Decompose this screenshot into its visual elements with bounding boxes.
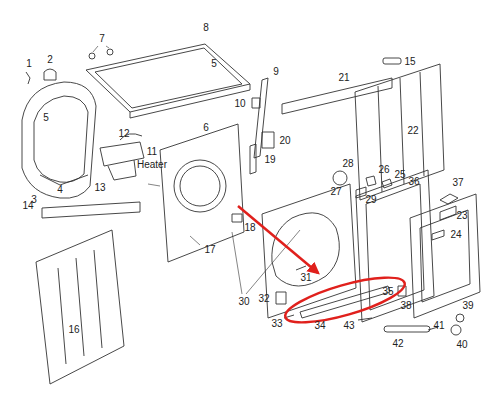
top-panel-inner [95,48,242,108]
callout-number: 11 [146,146,158,158]
callout-number: 7 [98,33,106,45]
latch [232,214,242,222]
callout-number: 20 [278,135,291,147]
leader-line [190,236,200,245]
small-part [383,58,401,64]
callout-number: 18 [243,222,256,234]
callout-number: 19 [263,154,276,166]
callout-number: 12 [117,128,130,140]
control-part [440,194,458,204]
door [410,194,480,318]
part-name: Heater [136,159,168,171]
side-panel [36,230,124,384]
top-panel [86,44,250,112]
callout-number: 26 [377,164,390,176]
plate [262,132,274,148]
callout-number: 5 [210,58,218,70]
callout-number: 21 [337,72,350,84]
switch [366,176,376,186]
duct-seam [40,175,88,185]
callout-number: 16 [67,324,80,336]
callout-number: 4 [56,184,64,196]
callout-number: 2 [46,54,54,66]
callout-number: 8 [202,22,210,34]
leader-line [232,230,300,294]
right-panel [355,64,444,200]
callout-number: 6 [202,122,210,134]
back-panel [160,124,244,262]
lamp [333,171,347,185]
door-inner [420,210,470,302]
callout-number: 13 [93,182,106,194]
door-lock [276,292,286,304]
callout-number: 1 [25,58,33,70]
callout-number: 32 [257,293,270,305]
drum-duct [22,82,96,198]
callout-number: 27 [329,186,342,198]
hinge-part [44,69,56,80]
small-bracket [432,230,444,240]
highlight-ellipse [281,268,408,331]
callout-number: 40 [455,339,468,351]
callout-number: 29 [364,194,377,206]
screw [358,318,372,320]
callout-number: 33 [270,318,283,330]
belt [384,326,430,332]
clip-part [26,72,30,84]
hinge-strip [250,144,256,174]
callout-number: 36 [407,176,420,188]
bar [42,202,140,218]
callout-number: 37 [451,177,464,189]
back-panel-opening [174,160,226,212]
callout-number: 30 [237,296,250,308]
callout-number: 17 [203,244,216,256]
callout-number: 28 [341,158,354,170]
callout-number: 9 [272,66,280,78]
top-panel-edge [130,84,250,118]
callout-number: 41 [432,320,445,332]
callout-number: 14 [21,200,34,212]
heater-box [108,160,136,180]
knob [451,325,461,335]
callout-number: 42 [391,338,404,350]
leader-line [93,46,109,52]
seal-clip [296,266,306,270]
drum-duct-inner [34,96,88,182]
fixing [107,49,113,55]
callout-number: 24 [449,229,462,241]
top-rail [282,78,392,114]
leader-line [148,184,160,186]
panel-ribs [58,250,102,364]
callout-number: 38 [399,300,412,312]
callout-number: 43 [342,320,355,332]
strip [300,286,390,318]
callout-number: 31 [299,272,312,284]
callout-number: 25 [393,169,406,181]
callout-number: 5 [42,112,50,124]
highlight-arrow [238,206,318,273]
callout-number: 23 [455,210,468,222]
back-panel-opening-inner [180,166,220,206]
callout-number: 15 [403,56,416,68]
fixing [89,53,95,59]
callout-number: 34 [313,320,326,332]
door-seal [272,213,340,286]
callout-number: 39 [461,300,474,312]
knob [456,314,464,322]
small-block [252,98,260,108]
callout-number: 10 [233,98,246,110]
callout-number: 35 [381,286,394,298]
callout-number: 22 [406,125,419,137]
